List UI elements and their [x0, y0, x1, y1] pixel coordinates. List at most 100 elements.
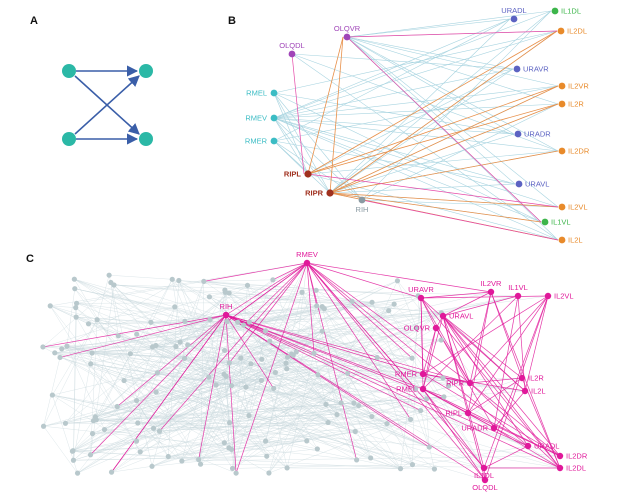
panel-c-node-gray	[49, 392, 55, 398]
panel-c-node-gray	[121, 377, 127, 384]
panel-b-edge-light	[346, 36, 514, 70]
panel-c-node-gray	[206, 374, 212, 380]
panel-c-edge-gray	[72, 450, 199, 460]
panel-c-node-gray	[284, 354, 291, 360]
panel-c-edge-gray	[50, 305, 227, 377]
panel-c-node-gray	[284, 465, 290, 471]
panel-c-edge-highlight	[42, 314, 227, 348]
panel-c-edge-gray	[388, 310, 485, 469]
panel-b-edge-orange	[307, 30, 558, 175]
panel-c-node-gray	[101, 426, 108, 433]
panel-c-edge-gray	[97, 306, 175, 320]
panel-c-edge-gray	[168, 412, 469, 457]
panel-c-edge-gray	[50, 305, 89, 324]
panel-b-node-il2r	[558, 100, 566, 108]
panel-c-edge-gray	[61, 348, 348, 374]
motif-edge-cross-up	[74, 75, 140, 135]
panel-c-node-gray	[94, 317, 100, 323]
panel-c-label-ripr: RIPR	[446, 379, 465, 388]
panel-c-node-il2l	[521, 387, 529, 395]
panel-c-edge-gray	[50, 305, 141, 452]
panel-c-edge-gray	[136, 334, 371, 459]
panel-c-node-gray	[311, 350, 317, 356]
panel-c-edge-gray	[412, 327, 417, 465]
panel-b-edge-orange	[329, 192, 559, 208]
panel-c-edge-gray	[123, 279, 173, 381]
panel-c-edge-gray	[74, 279, 228, 322]
panel-b-edges	[273, 10, 559, 241]
panel-c-node-gray	[229, 465, 236, 472]
panel-c-node-gray	[283, 360, 289, 366]
panel-c-label-uravr: URAVR	[408, 285, 434, 294]
panel-c-edge-gray	[265, 312, 442, 442]
panel-c-edge-gray	[42, 285, 248, 348]
panel-c-node-gray	[368, 455, 374, 461]
panel-c-edge-gray	[261, 359, 561, 457]
panel-b-node-uravl	[515, 180, 523, 188]
panel-c-node-gray	[72, 286, 78, 292]
panel-c-node-gray	[384, 421, 390, 427]
panel-c-node-gray	[271, 385, 277, 392]
panel-c-node-gray	[321, 306, 327, 312]
panel-c-edge-gray	[286, 353, 315, 468]
panel-b-edge-light	[273, 30, 558, 94]
panel-c-edge-highlight	[90, 314, 227, 456]
panel-c-edge-gray	[200, 312, 442, 465]
panel-c-edge-gray	[152, 448, 318, 467]
panel-c-edge-gray	[159, 416, 372, 432]
panel-c-label-rmev: RMEV	[296, 250, 318, 259]
panel-c-edge-gray	[229, 362, 424, 375]
panel-c-node-gray	[40, 344, 46, 350]
panel-b-edge-light	[361, 199, 559, 208]
panel-c-highlight-edges	[42, 262, 561, 481]
panel-b-edge-light	[291, 53, 514, 70]
panel-c-edge-gray	[76, 303, 430, 448]
panel-c-edge-gray	[275, 353, 315, 373]
panel-b-label-rmer: RMER	[245, 137, 268, 146]
panel-c-node-gray	[241, 322, 247, 328]
panel-b-label-rih: RIH	[356, 205, 369, 214]
panel-c-edge-gray	[50, 305, 169, 457]
panel-c-edge-gray	[95, 416, 237, 474]
panel-b-label-il2l: IL2L	[568, 236, 583, 245]
panel-c-edge-gray	[261, 380, 561, 469]
panel-c-node-il2vr	[487, 288, 495, 296]
panel-b-edge-light	[329, 18, 511, 194]
panel-b-edge-orange	[307, 85, 559, 175]
panel-c-edge-highlight	[225, 314, 421, 411]
panel-c-node-gray	[127, 351, 133, 357]
panel-c-edge-gray	[136, 351, 297, 442]
panel-c-edge-highlight	[306, 262, 422, 299]
panel-c-edge-gray	[118, 335, 230, 423]
panel-c-node-il2vl	[544, 292, 552, 300]
panel-c-edge-highlight	[420, 295, 549, 299]
panel-c-edge-gray	[265, 327, 417, 332]
panel-c-label-rmel: RMEL	[396, 385, 417, 394]
panel-c-edge-gray	[150, 322, 471, 384]
panel-c-edge-gray	[179, 281, 205, 343]
panel-b-label-il2vr: IL2VR	[568, 82, 589, 91]
panel-c-edge-highlight	[422, 327, 437, 390]
panel-c-edge-gray	[76, 302, 373, 304]
panel-c-node-gray	[179, 458, 185, 464]
panel-b-label-rmel: RMEL	[246, 89, 267, 98]
panel-c-edge-gray	[96, 385, 232, 420]
panel-c-node-gray	[423, 396, 430, 402]
panel-c-edge-gray	[225, 302, 373, 316]
panel-c-edge-gray	[209, 296, 444, 398]
panel-c-edge-gray	[117, 262, 308, 407]
panel-b-edge-light	[329, 133, 515, 194]
panel-c-node-gray	[57, 354, 63, 361]
panel-c-edge-gray	[77, 312, 442, 474]
panel-c-edge-highlight	[524, 295, 549, 392]
panel-c-node-gray	[134, 331, 140, 337]
panel-c-edge-gray	[95, 319, 211, 417]
panel-c-edge-highlight	[442, 315, 523, 379]
panel-c-edge-highlight	[483, 445, 529, 469]
panel-a: A	[30, 15, 153, 146]
panel-c-edge-gray	[287, 467, 435, 470]
panel-c-node-gray	[349, 298, 355, 304]
panel-c-edge-highlight	[225, 314, 266, 332]
panel-c-edge-gray	[265, 292, 303, 442]
panel-b-edge-pink	[291, 53, 305, 175]
